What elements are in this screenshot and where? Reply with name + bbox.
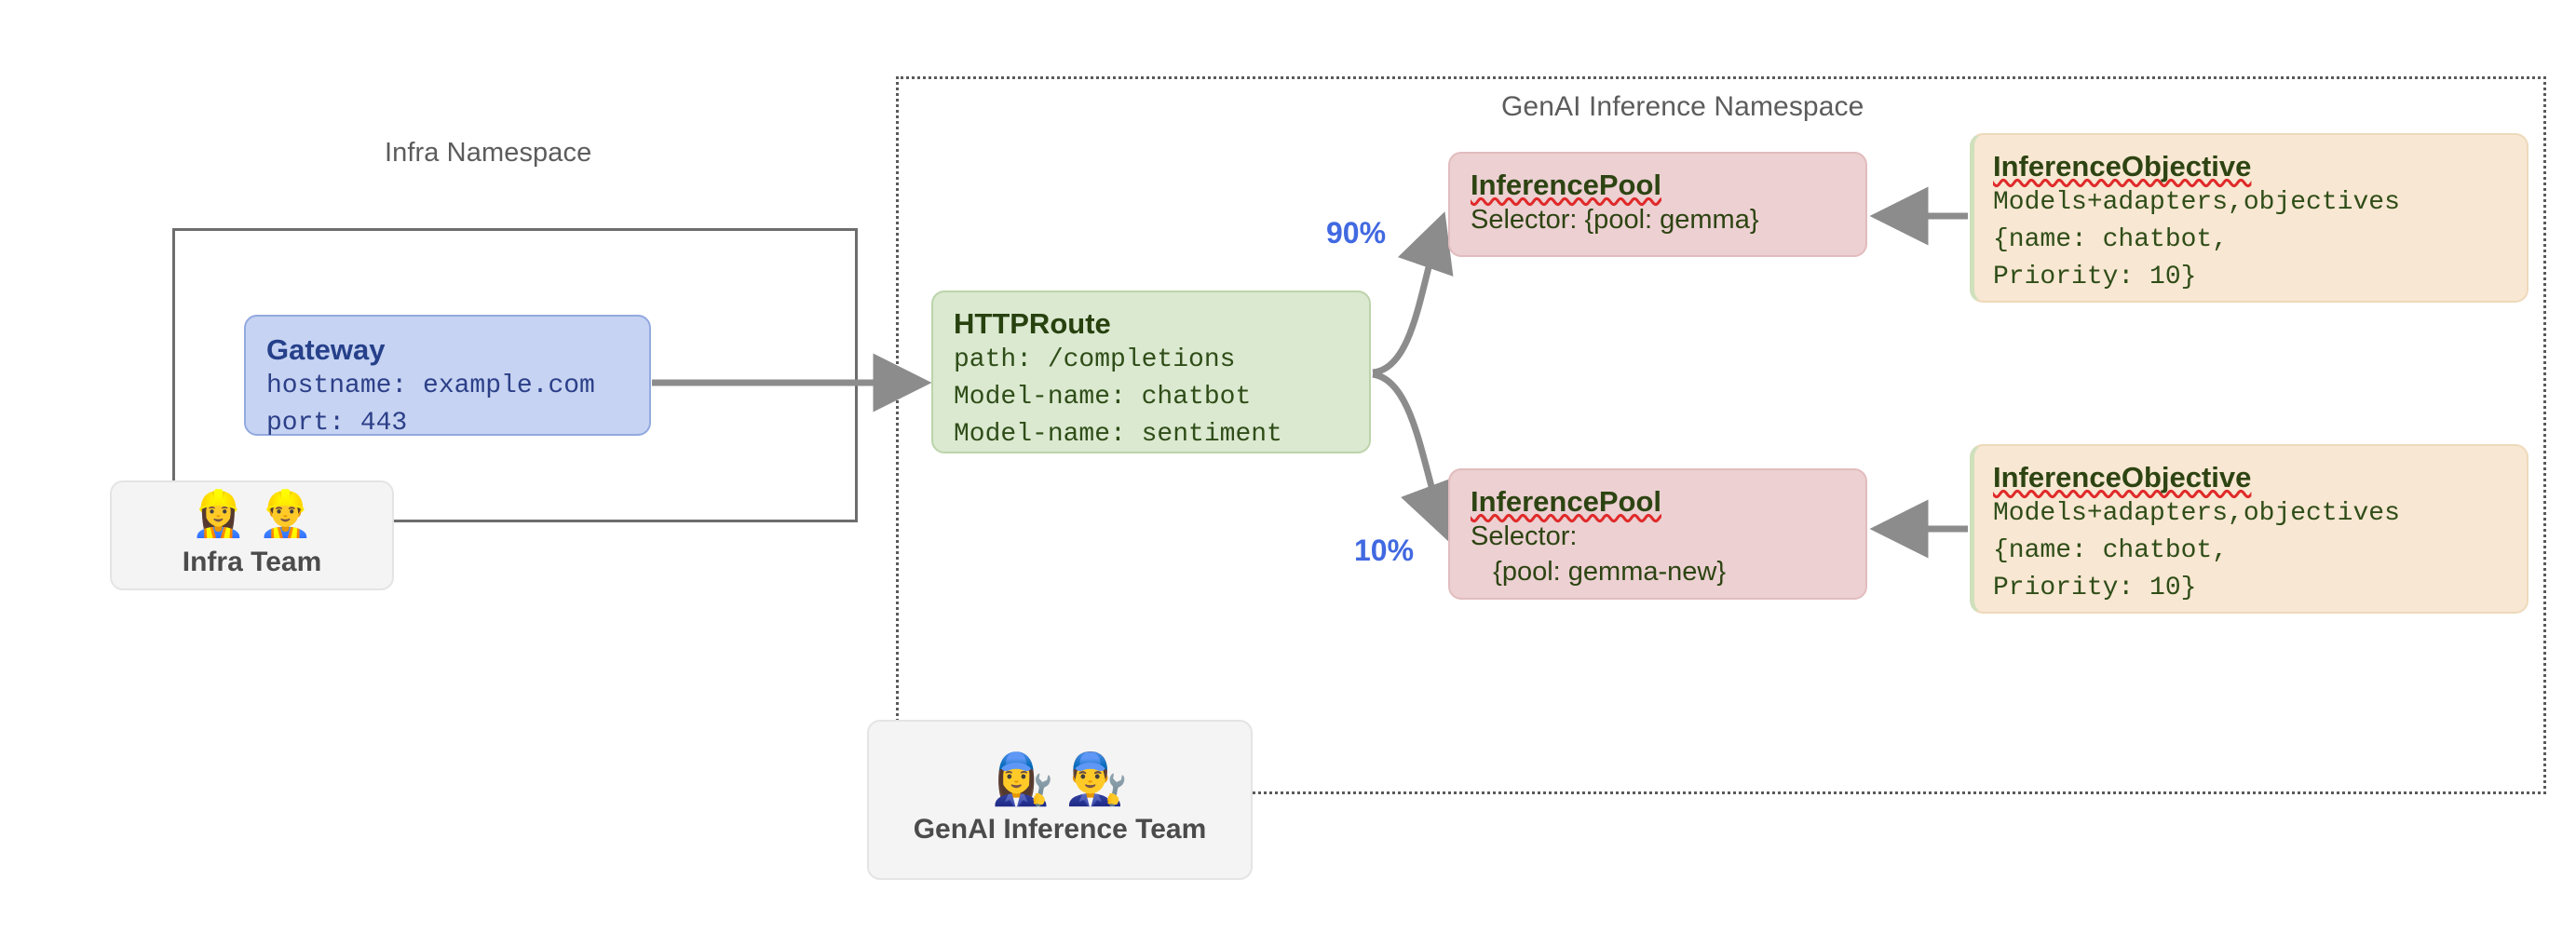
gateway-hostname: hostname: example.com (266, 372, 595, 401)
traffic-weight-10: 10% (1354, 534, 1415, 567)
mechanic-icon: 👩‍🔧👨‍🔧 (991, 751, 1140, 807)
genai-inference-team-card[interactable]: 👩‍🔧👨‍🔧 GenAI Inference Team (867, 720, 1253, 880)
genai-namespace-container (896, 76, 2546, 794)
gateway-port: port: 443 (266, 408, 408, 438)
httproute-card[interactable]: HTTPRoute path: /completions Model-name:… (931, 291, 1371, 453)
genai-namespace-title: GenAI Inference Namespace (1501, 91, 1864, 122)
httproute-title: HTTPRoute (954, 307, 1111, 340)
infra-team-label: Infra Team (182, 547, 322, 577)
inferenceobjective-bottom-title: InferenceObjective (1993, 461, 2252, 494)
inferencepool-gemma-title: InferencePool (1471, 169, 1661, 201)
inferencepool-gemma-new-card[interactable]: InferencePool Selector: {pool: gemma-new… (1448, 468, 1867, 600)
inferenceobjective-top-line-3: Priority: 10} (1993, 262, 2197, 291)
inferenceobjective-top-title: InferenceObjective (1993, 150, 2252, 183)
construction-worker-icon: 👷‍♀️👷‍♂️ (190, 490, 325, 539)
inferenceobjective-bottom-card[interactable]: InferenceObjective Models+adapters,objec… (1970, 444, 2529, 614)
genai-inference-team-label: GenAI Inference Team (913, 814, 1207, 845)
infra-namespace-title: Infra Namespace (385, 138, 592, 168)
inferenceobjective-bottom-line-3: Priority: 10} (1993, 573, 2197, 602)
inferenceobjective-bottom-line-2: {name: chatbot, (1993, 535, 2229, 565)
httproute-model-name-sentiment: Model-name: sentiment (954, 419, 1282, 449)
inferencepool-gemma-new-title: InferencePool (1471, 485, 1661, 518)
gateway-card[interactable]: Gateway hostname: example.com port: 443 (244, 315, 651, 438)
inferencepool-gemma-card[interactable]: InferencePool Selector: {pool: gemma} (1448, 152, 1867, 257)
httproute-model-name-chatbot: Model-name: chatbot (954, 382, 1252, 412)
httproute-path: path: /completions (954, 345, 1236, 375)
infra-namespace-container (172, 228, 858, 522)
gateway-title: Gateway (266, 333, 386, 366)
inferencepool-gemma-new-selector-value: {pool: gemma-new} (1471, 556, 1727, 587)
infra-team-card[interactable]: 👷‍♀️👷‍♂️ Infra Team (110, 480, 394, 590)
inferenceobjective-top-line-1: Models+adapters,objectives (1993, 188, 2400, 218)
inferenceobjective-top-card[interactable]: InferenceObjective Models+adapters,objec… (1970, 133, 2529, 303)
inferencepool-gemma-new-selector-label: Selector: (1471, 521, 1578, 552)
inferenceobjective-bottom-line-1: Models+adapters,objectives (1993, 499, 2400, 529)
inferenceobjective-top-line-2: {name: chatbot, (1993, 224, 2229, 254)
inferencepool-gemma-selector: Selector: {pool: gemma} (1471, 205, 1759, 236)
traffic-weight-90: 90% (1326, 216, 1387, 250)
